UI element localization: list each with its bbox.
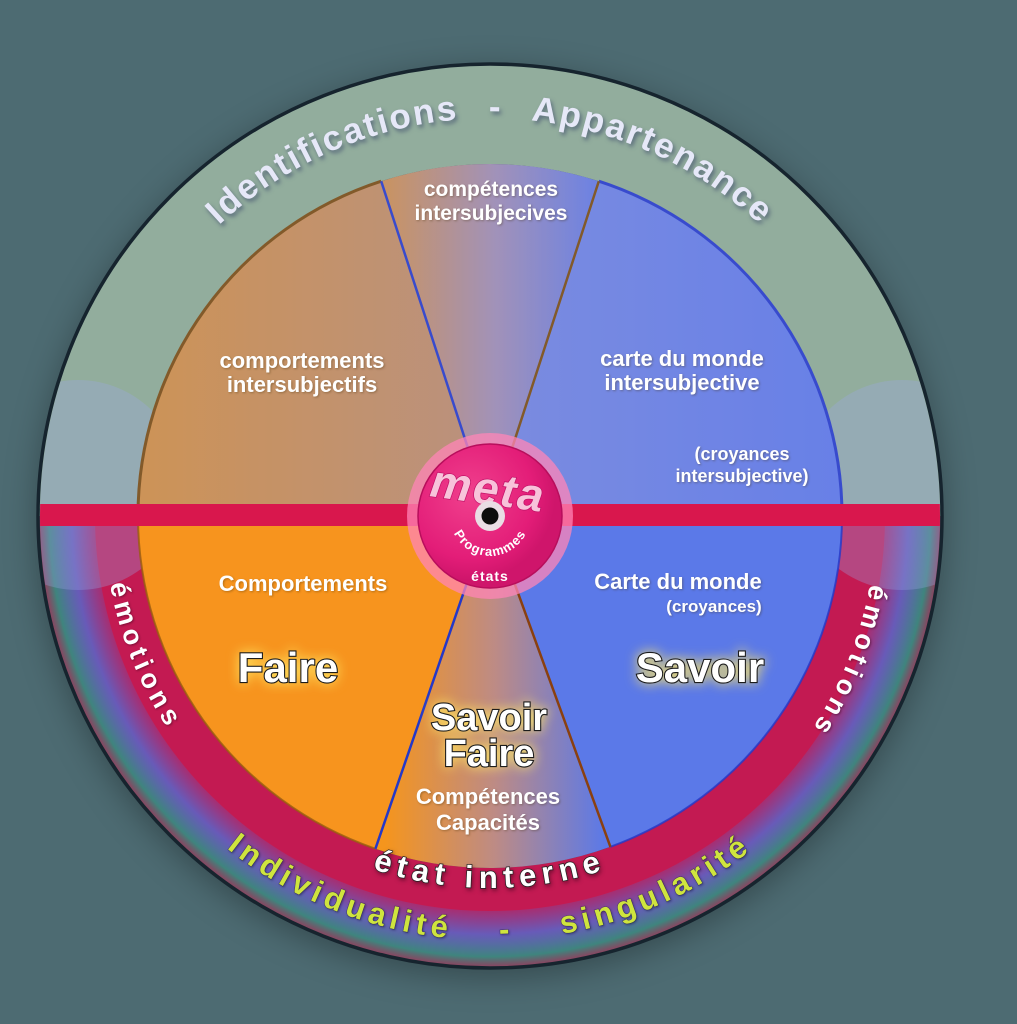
upper-right-label-line2: intersubjective: [604, 370, 759, 395]
outer-ring-bottom-edge-glow: [38, 516, 942, 968]
hub-caption-etats: états: [471, 568, 509, 584]
lower-left-title-faire: Faire: [238, 644, 338, 691]
arc-border-upper-right: [598, 179, 844, 517]
upper-right-label-line1: carte du monde: [600, 346, 764, 371]
hub: meta Programmes états: [407, 433, 573, 599]
upper-right-sub-line1: (croyances: [694, 444, 789, 464]
sector-upper-left: [138, 181, 490, 516]
top-half-haze-overlay: [38, 64, 942, 517]
sector-top-wedge: [381, 163, 599, 516]
top-wedge-label-line2: intersubjecives: [415, 202, 568, 225]
upper-right-sub-line2: intersubjective): [675, 466, 808, 486]
bottom-wedge-label-line1: Compétences: [416, 784, 560, 809]
sector-bottom-wedge: [375, 516, 611, 869]
sector-upper-right: [490, 181, 842, 516]
arc-border-upper-left: [136, 179, 382, 517]
sector-lower-right: [490, 516, 842, 847]
top-wedge-label-line1: compétences: [424, 178, 558, 201]
haze-right: [797, 380, 940, 590]
hub-center-dot: [481, 507, 499, 525]
wheel-outline: [36, 62, 944, 970]
sector-lower-left: [138, 516, 490, 849]
lower-right-label: Carte du monde: [594, 569, 761, 594]
arc-border-lower-right: [610, 515, 843, 848]
outer-ring-top: [38, 64, 942, 517]
sector-labels: compétences intersubjecives comportement…: [219, 178, 809, 835]
lower-right-title-savoir: Savoir: [636, 644, 764, 691]
bottom-wedge-label-line2: Capacités: [436, 810, 540, 835]
bottom-wedge-title-line2: Faire: [444, 733, 535, 775]
upper-left-label-line1: comportements: [219, 348, 384, 373]
lower-right-sub: (croyances): [666, 597, 761, 616]
arc-border-lower-left: [137, 515, 376, 850]
haze-left: [40, 380, 183, 590]
bottom-wedge-title-line1: Savoir: [431, 697, 547, 739]
lower-left-label: Comportements: [219, 571, 388, 596]
upper-left-label-line2: intersubjectifs: [227, 372, 377, 397]
